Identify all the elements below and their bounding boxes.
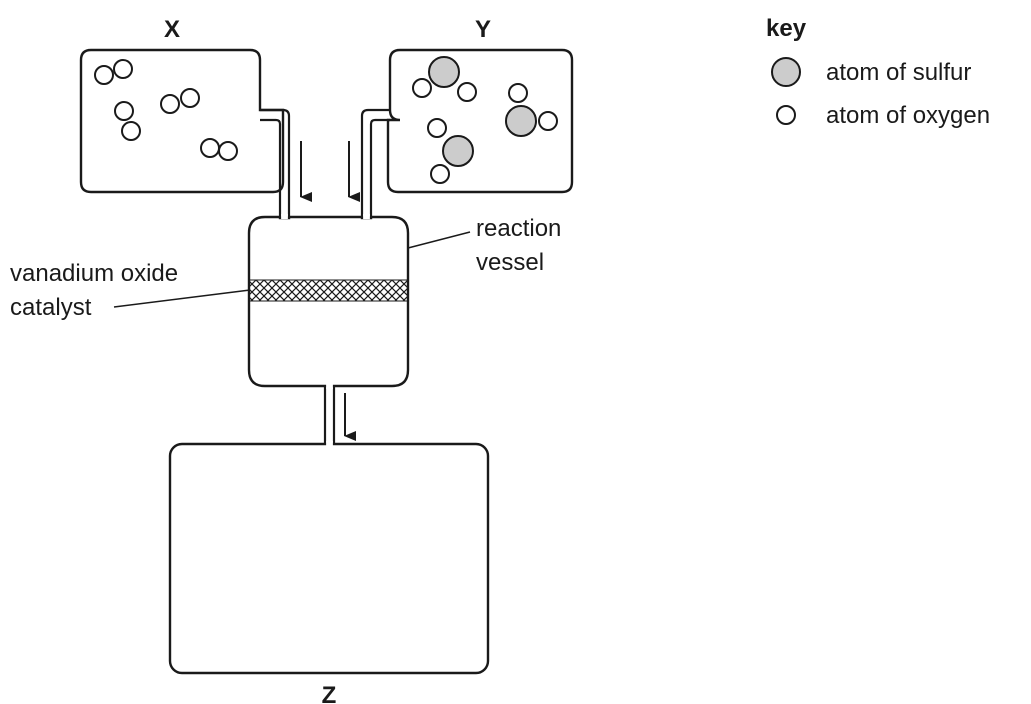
catalyst-label-line2: catalyst [10, 294, 92, 321]
container-y [386, 48, 574, 194]
key-title: key [766, 15, 807, 42]
container-y-label: Y [475, 16, 491, 43]
oxygen-molecules-x [94, 59, 238, 161]
key-sulfur-label: atom of sulfur [826, 59, 971, 86]
reaction-vessel-leader [407, 231, 471, 249]
oxygen-atom-icon [776, 105, 796, 125]
sulfur-dioxide-molecules-y [412, 56, 558, 184]
container-x-label: X [164, 16, 180, 43]
container-z [168, 442, 490, 675]
pipe-y [360, 108, 390, 218]
sulfur-atom-icon [771, 57, 801, 87]
container-z-label: Z [322, 682, 337, 704]
reaction-vessel-label-line1: reaction [476, 215, 561, 242]
catalyst-leader [113, 289, 251, 308]
catalyst-band [250, 280, 407, 301]
reaction-vessel-label-line2: vessel [476, 249, 544, 276]
key-oxygen-label: atom of oxygen [826, 102, 990, 129]
catalyst-label-line1: vanadium oxide [10, 260, 178, 287]
pipe-x [260, 108, 291, 218]
